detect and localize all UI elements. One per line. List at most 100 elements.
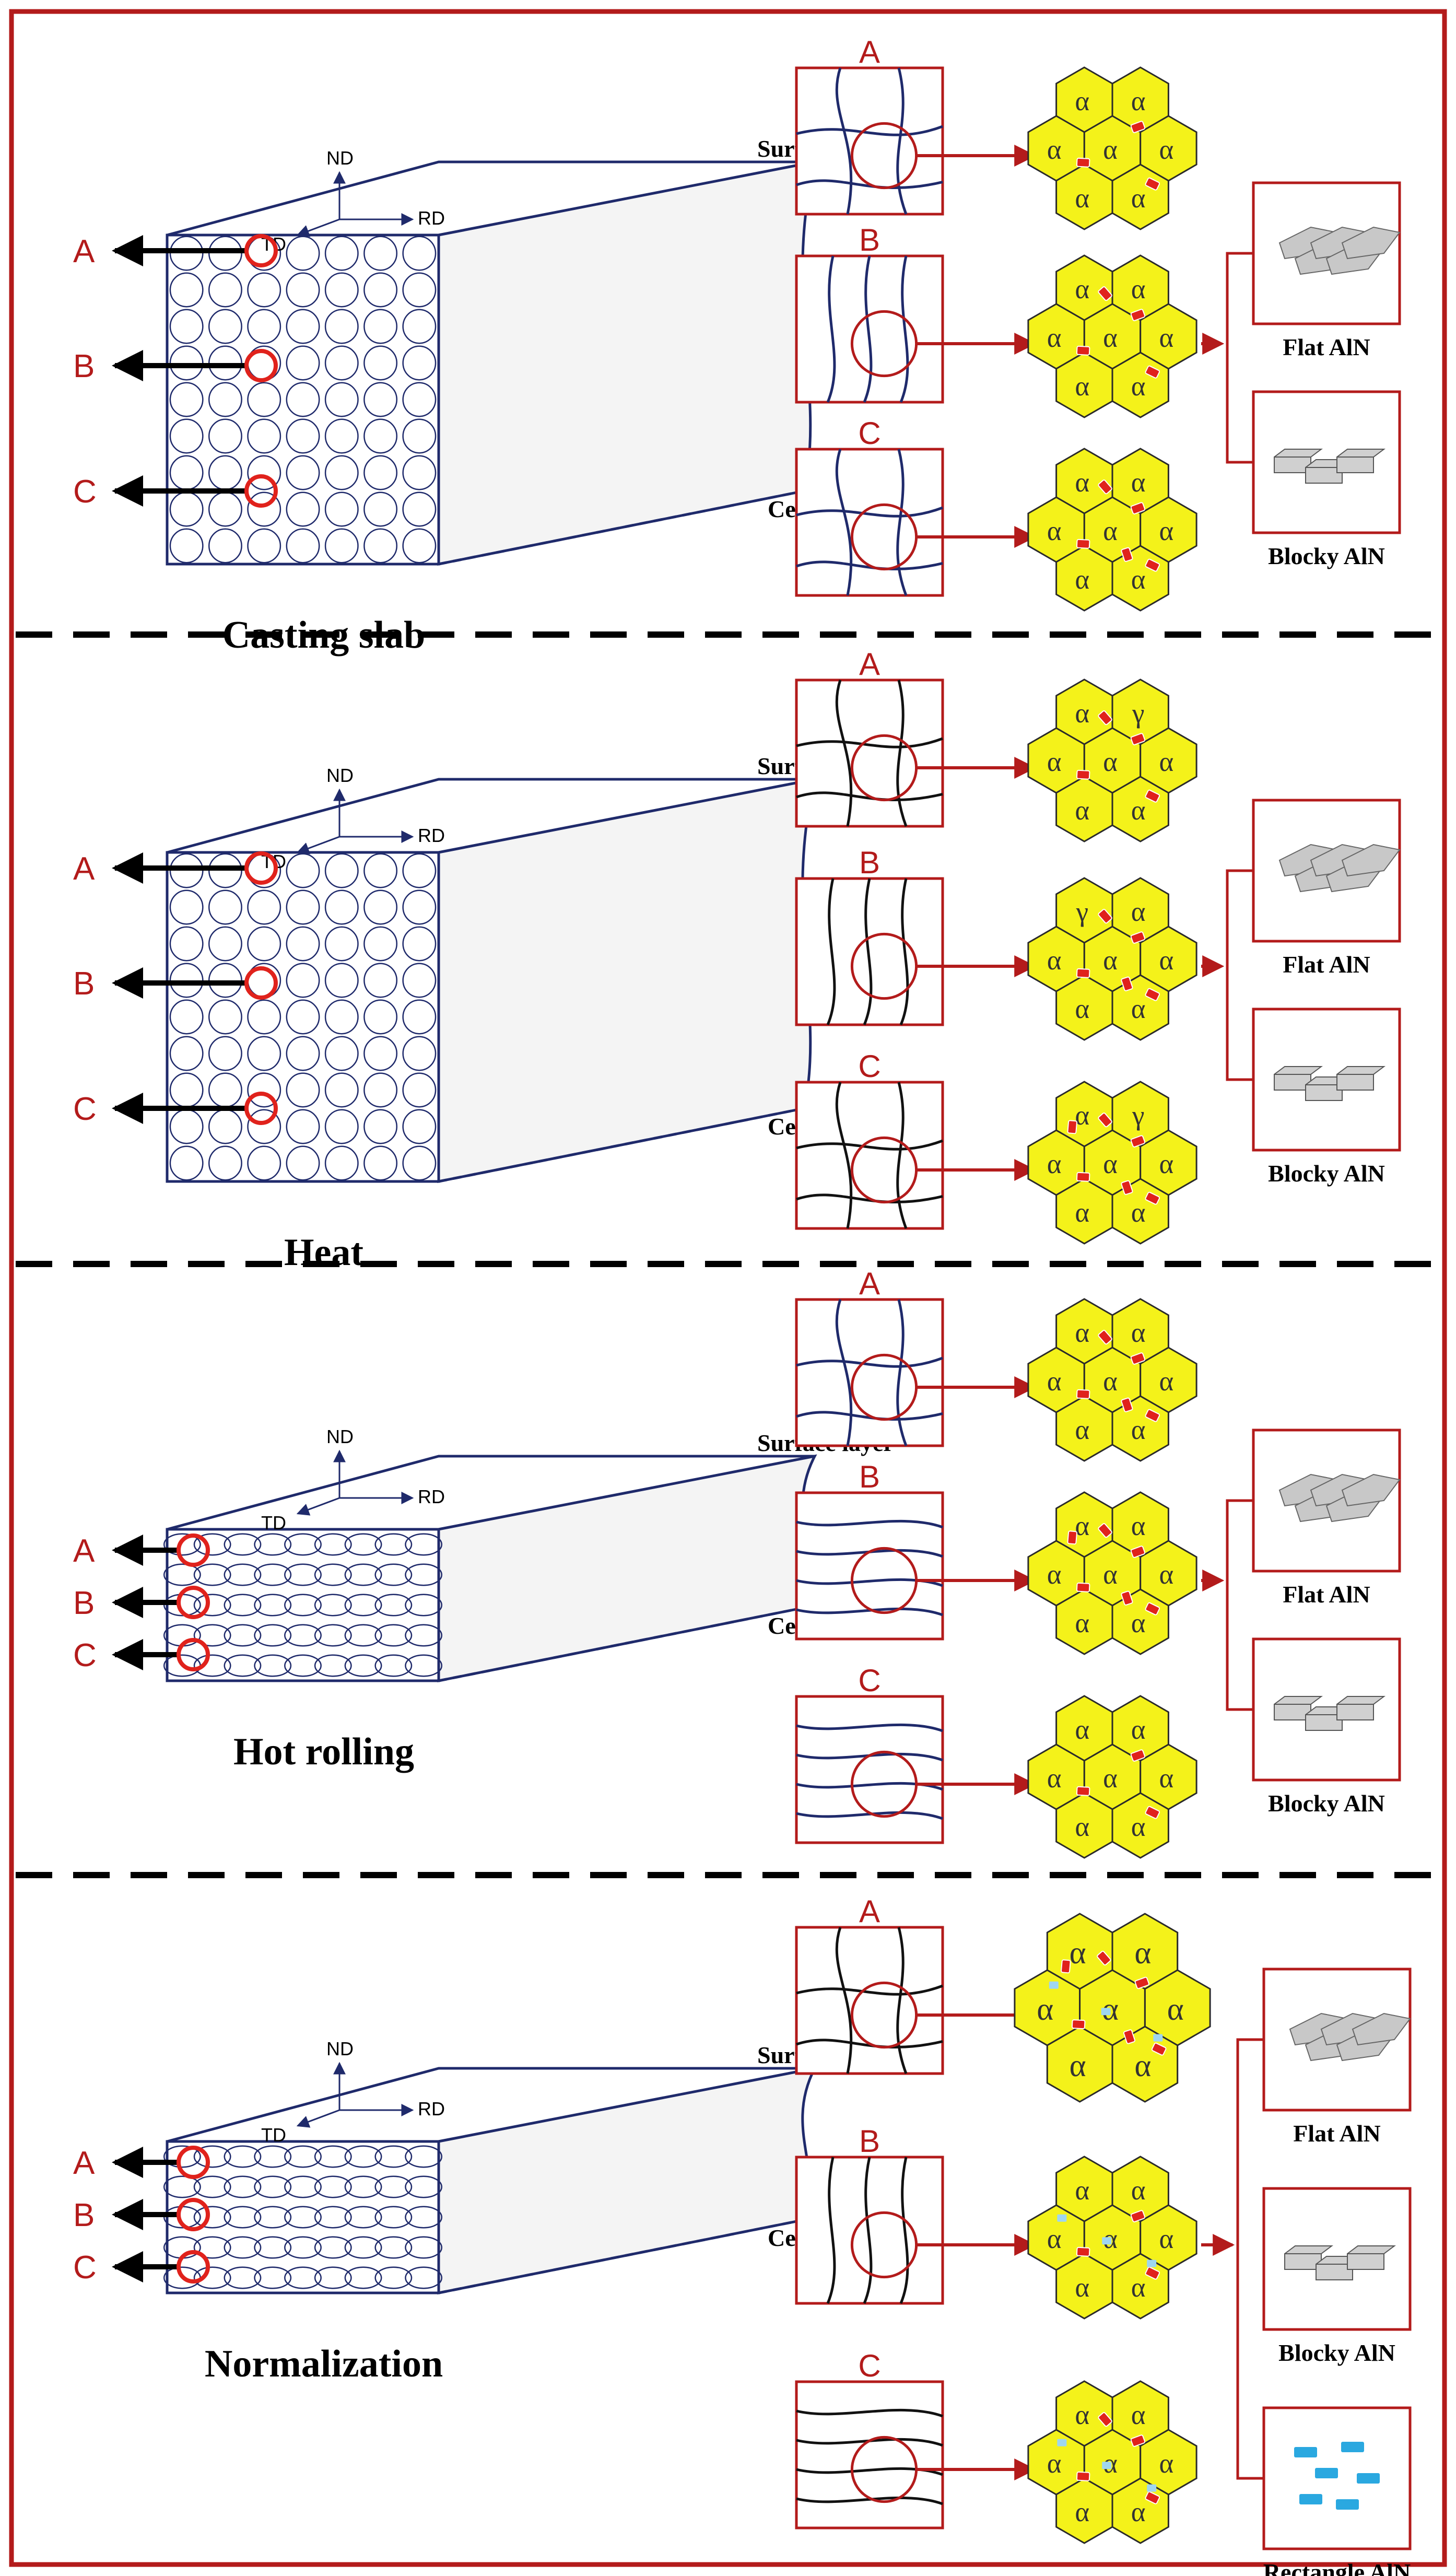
cast-grain [254, 1654, 292, 1677]
grain-micrograph-box [795, 678, 944, 828]
location-label: C [73, 1637, 97, 1673]
axis-label-rd: RD [418, 1486, 445, 1507]
micro-location-label: A [859, 1266, 880, 1301]
cast-grain [247, 528, 281, 564]
block-front-face [166, 233, 440, 566]
cast-grain [314, 1624, 352, 1647]
cast-grain [405, 2266, 443, 2289]
flat-aln-shape [1341, 844, 1401, 877]
process-panel: NDRDTDSurface layerCenter layerABCNormal… [73, 1894, 1412, 2576]
cast-grain [402, 1145, 437, 1181]
cast-grain [193, 1654, 231, 1677]
cast-grain [344, 1533, 382, 1556]
aln-type-box [1262, 2406, 1412, 2550]
grain-boundary [896, 449, 908, 596]
axis-label-nd: ND [326, 765, 354, 786]
cast-grain [224, 1533, 262, 1556]
aln-particle [1130, 309, 1146, 321]
location-circle [177, 1533, 210, 1567]
axis-label-td: TD [261, 1512, 286, 1533]
cast-grain [402, 236, 437, 271]
grain-micrograph-box [795, 1491, 944, 1641]
cast-grain [314, 2145, 352, 2168]
cast-grain [163, 1533, 201, 1556]
aln-type-label: Rectangle AlN [1263, 2559, 1411, 2576]
axis-td [296, 218, 340, 237]
aln-particle [1098, 1523, 1112, 1538]
rect-aln-particle [1102, 2462, 1112, 2469]
phase-label: α [1131, 1198, 1146, 1228]
phase-label: α [1075, 994, 1089, 1024]
block-hidden-edge [438, 1606, 805, 1682]
cast-grain [363, 309, 398, 344]
cast-grain [169, 1145, 204, 1181]
cast-grain [284, 2266, 322, 2289]
cast-grain [314, 1654, 352, 1677]
grain-boundary [796, 560, 943, 570]
cast-grain [286, 345, 320, 381]
location-circle [177, 2198, 210, 2231]
blocky-aln-shape [1336, 1066, 1385, 1091]
process-panel: NDRDTDSurface layerCenter layerABCHot ro… [73, 1266, 1401, 1859]
cast-grain [405, 2145, 443, 2168]
cast-grain [324, 926, 359, 962]
cast-grain [163, 1563, 201, 1586]
grain-boundary [796, 1356, 943, 1368]
grain-boundary [863, 255, 873, 403]
micro-location-label: B [859, 1459, 880, 1494]
cast-grain [344, 1594, 382, 1617]
cast-grain [193, 1624, 231, 1647]
grain-boundary [796, 1411, 943, 1421]
cast-grain [344, 1563, 382, 1586]
figure-border [9, 9, 1447, 2567]
cast-grain [284, 1594, 322, 1617]
blocky-aln-shape [1336, 449, 1385, 473]
cast-grain [374, 1654, 413, 1677]
aln-particle [1076, 1582, 1090, 1593]
phase-label: α [1047, 747, 1062, 777]
cast-grain [374, 1563, 413, 1586]
cast-grain [324, 1072, 359, 1108]
phase-label: α [1131, 2497, 1146, 2527]
phase-label: α [1159, 323, 1173, 353]
cast-grain [193, 2206, 231, 2229]
cast-grain [314, 2206, 352, 2229]
phase-label: α [1103, 945, 1118, 976]
cast-grain [247, 1036, 281, 1071]
phase-label: α [1131, 1318, 1146, 1348]
axis-label-rd: RD [418, 825, 445, 846]
phase-label: α [1131, 2400, 1146, 2430]
flat-aln-shape [1352, 2012, 1411, 2046]
cast-grain [402, 491, 437, 527]
aln-particle [1145, 1602, 1160, 1615]
grain-boundary [796, 1984, 943, 1996]
rectangle-aln-shape [1357, 2473, 1380, 2484]
cast-grain [247, 889, 281, 925]
cast-grain [324, 1036, 359, 1071]
cast-grain [402, 999, 437, 1035]
cast-grain [193, 1563, 231, 1586]
phase-label: α [1047, 2449, 1062, 2479]
phase-label: α [1070, 2048, 1086, 2083]
phase-label: α [1103, 1560, 1118, 1590]
aln-particle [1098, 1113, 1112, 1128]
cast-grain [247, 1072, 281, 1108]
location-label: B [73, 348, 95, 384]
grain-boundary [899, 878, 909, 1025]
cast-grain [344, 2175, 382, 2198]
cast-grain [254, 1533, 292, 1556]
rect-aln-particle [1147, 2259, 1157, 2267]
grain-boundary [896, 1299, 908, 1446]
cast-grain [402, 963, 437, 998]
cast-grain [363, 272, 398, 308]
location-label: B [73, 966, 95, 1002]
cast-grain [314, 1533, 352, 1556]
cast-grain [247, 418, 281, 454]
aln-particle [1098, 1330, 1112, 1345]
phase-label: α [1131, 2273, 1146, 2303]
phase-label: α [1103, 1366, 1118, 1397]
cast-grain [286, 889, 320, 925]
aln-particle [1067, 1120, 1077, 1134]
cast-grain [363, 345, 398, 381]
